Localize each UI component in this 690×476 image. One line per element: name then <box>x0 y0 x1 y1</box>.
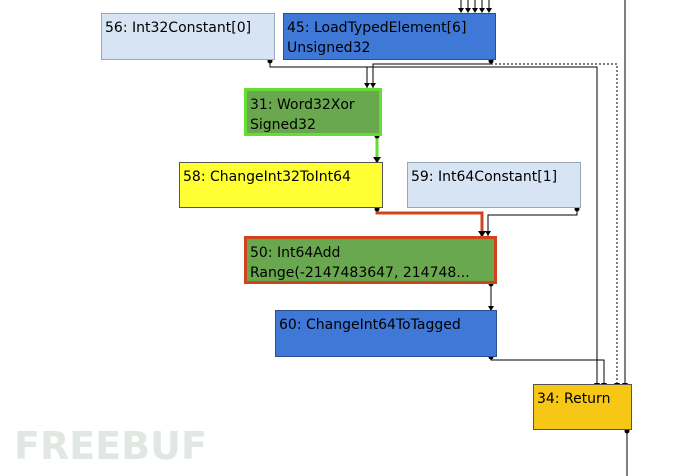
arrow-58-in <box>373 157 381 163</box>
node-34-label: 34: Return <box>537 391 611 407</box>
node-50-label: 50: Int64Add <box>250 245 341 261</box>
edge-45-34-effect <box>491 63 618 388</box>
node-45-sublabel: Unsigned32 <box>287 40 371 56</box>
node-45[interactable]: 45: LoadTypedElement[6] Unsigned32 <box>283 13 496 60</box>
node-50[interactable]: 50: Int64Add Range(-2147483647, 214748..… <box>244 236 497 284</box>
node-50-sublabel: Range(-2147483647, 214748... <box>250 265 470 281</box>
arrow-50-in-a <box>478 231 486 237</box>
edge-56-31 <box>269 61 368 88</box>
node-31[interactable]: 31: Word32Xor Signed32 <box>244 88 382 136</box>
node-60-label: 60: ChangeInt64ToTagged <box>279 317 461 333</box>
node-58[interactable]: 58: ChangeInt32ToInt64 <box>179 162 383 208</box>
arrow-60-in <box>488 306 494 311</box>
edge-59-50 <box>487 209 578 236</box>
node-59[interactable]: 59: Int64Constant[1] <box>407 162 581 208</box>
watermark-logo: FREEBUF <box>14 424 207 468</box>
node-56-label: 56: Int32Constant[0] <box>105 20 252 36</box>
node-31-label: 31: Word32Xor <box>250 97 355 113</box>
node-59-label: 59: Int64Constant[1] <box>411 169 558 185</box>
node-34[interactable]: 34: Return <box>533 384 632 430</box>
node-60[interactable]: 60: ChangeInt64ToTagged <box>275 310 497 357</box>
arrow-50-in-b <box>485 231 491 236</box>
edge-56-34 <box>270 66 598 388</box>
edge-45-31 <box>372 61 492 88</box>
node-56[interactable]: 56: Int32Constant[0] <box>101 13 275 60</box>
node-45-label: 45: LoadTypedElement[6] <box>287 20 467 36</box>
arrow-31-in-a <box>364 83 370 88</box>
node-58-label: 58: ChangeInt32ToInt64 <box>183 169 351 185</box>
arrow-31-in-b <box>370 83 376 88</box>
edge-58-50 <box>375 209 484 236</box>
node-31-sublabel: Signed32 <box>250 117 316 133</box>
incoming-arrows-45 <box>458 8 492 13</box>
